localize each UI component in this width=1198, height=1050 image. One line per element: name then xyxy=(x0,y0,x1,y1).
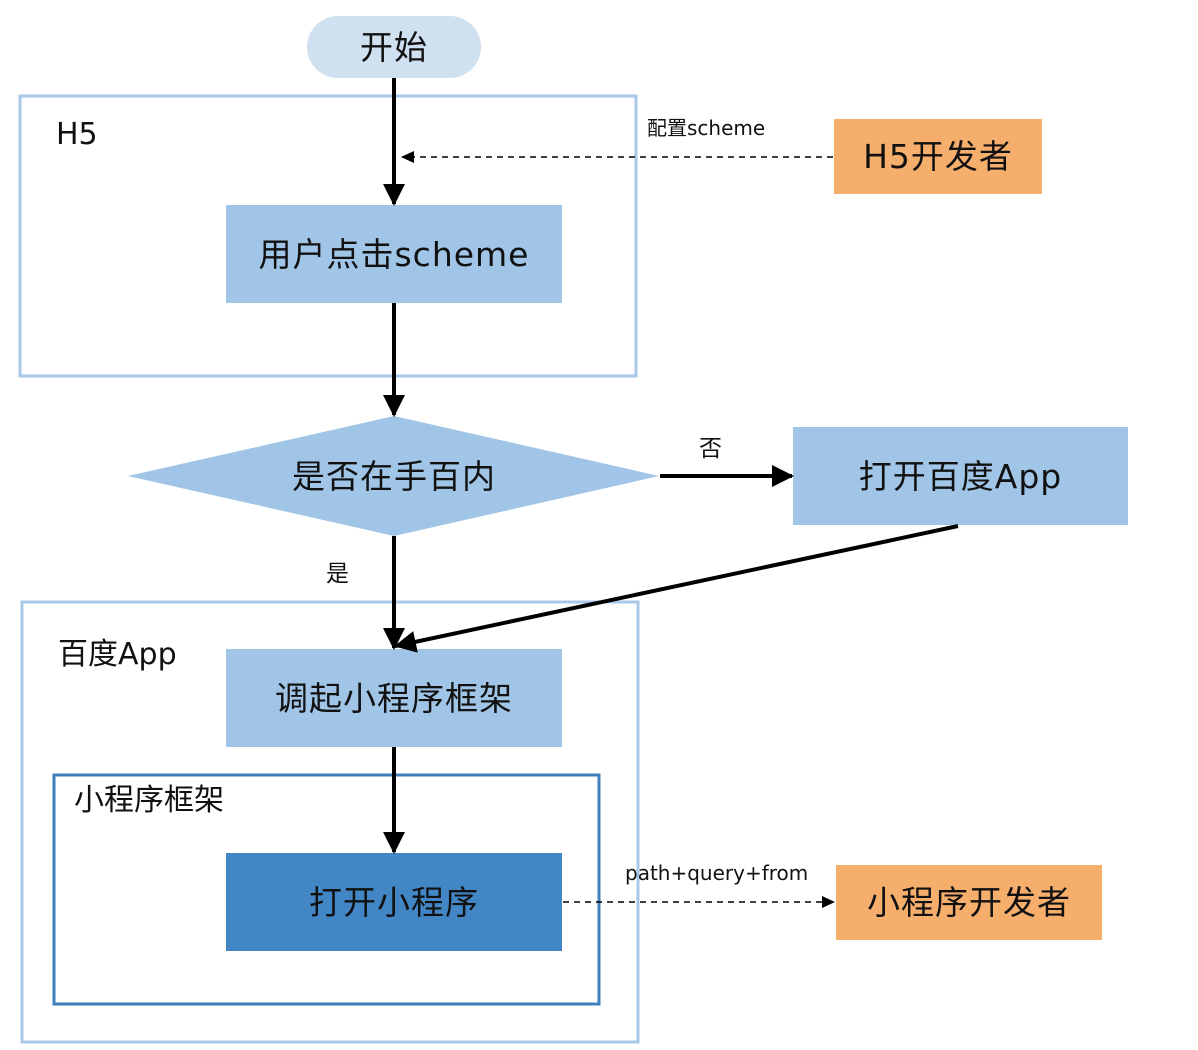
path-query-label: path+query+from xyxy=(625,861,809,885)
no-branch-label: 否 xyxy=(699,436,722,462)
baidu-app-container-title: 百度App xyxy=(58,637,177,672)
config-scheme-label: 配置scheme xyxy=(647,116,766,140)
start-label: 开始 xyxy=(360,27,428,67)
decision-node xyxy=(128,416,659,536)
h5-developer-label: H5开发者 xyxy=(863,137,1013,176)
mini-developer-node xyxy=(836,865,1102,940)
open-baidu-node xyxy=(793,427,1128,525)
edge-open-baidu-to-invoke xyxy=(394,524,959,653)
h5-developer-node xyxy=(834,119,1042,194)
baidu-app-container xyxy=(20,600,640,1044)
start-node xyxy=(307,16,481,78)
decision-label: 是否在手百内 xyxy=(292,456,496,496)
invoke-framework-node xyxy=(226,649,562,747)
mini-developer-label: 小程序开发者 xyxy=(867,883,1071,922)
open-baidu-label: 打开百度App xyxy=(858,456,1063,496)
h5-container-title: H5 xyxy=(56,117,98,152)
mini-framework-container-title: 小程序框架 xyxy=(74,783,224,818)
invoke-framework-label: 调起小程序框架 xyxy=(275,678,513,718)
open-mini-node xyxy=(226,853,562,951)
yes-branch-label: 是 xyxy=(326,561,349,587)
user-click-node xyxy=(226,205,562,303)
h5-container xyxy=(18,94,638,378)
open-mini-label: 打开小程序 xyxy=(309,882,479,922)
mini-framework-container xyxy=(52,773,601,1006)
user-click-label: 用户点击scheme xyxy=(258,234,530,274)
